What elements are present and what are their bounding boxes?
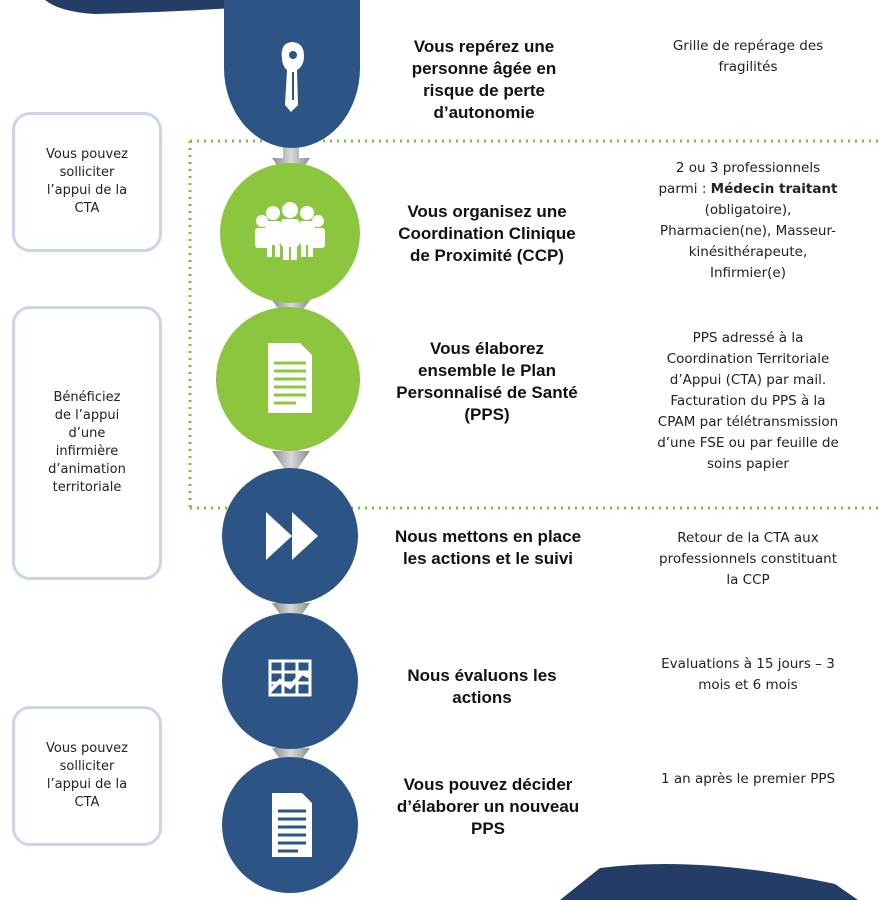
step-title-line: Nous évaluons les — [407, 666, 557, 685]
step-title-4: Nous mettons en place les actions et le … — [370, 526, 606, 570]
side-box-cta-support-2: Vous pouvez solliciter l’appui de la CTA — [12, 706, 162, 846]
side-box-line: infirmière — [55, 444, 119, 459]
step-title-line: risque de perte — [423, 81, 545, 100]
down-arrow-icon — [272, 140, 310, 185]
note-line: professionnels constituant — [659, 551, 837, 567]
step-title-line: Coordination Clinique — [398, 224, 576, 243]
note-line: d’Appui (CTA) par mail. — [669, 372, 827, 388]
step-title-line: Personnalisé de Santé — [396, 383, 578, 402]
side-box-line: de l’appui — [54, 408, 120, 423]
step-circle-4 — [222, 468, 358, 604]
step-note-5: Evaluations à 15 jours – 3 mois et 6 moi… — [630, 654, 866, 696]
key-icon — [281, 42, 304, 112]
side-box-nurse-support: Bénéficiez de l’appui d’une infirmière d… — [12, 306, 162, 580]
down-arrow-icon — [272, 585, 310, 630]
step-title-line: d’élaborer un nouveau — [396, 797, 580, 816]
step-title-6: Vous pouvez décider d’élaborer un nouvea… — [370, 774, 606, 840]
note-line: Pharmacien(ne), Masseur- — [659, 223, 837, 239]
note-line: kinésithérapeute, — [688, 244, 808, 260]
step-note-3: PPS adressé à la Coordination Territoria… — [630, 328, 866, 475]
side-box-line: Bénéficiez — [53, 390, 121, 405]
step-title-line: Vous élaborez — [430, 339, 544, 358]
side-box-line: solliciter — [59, 165, 115, 180]
step-circle-6 — [222, 757, 358, 893]
note-line: parmi : Médecin traitant — [630, 179, 866, 200]
note-text: parmi : — [658, 181, 711, 197]
note-line: Grille de repérage des — [672, 38, 824, 54]
document-icon — [268, 343, 312, 413]
step-title-line: les actions et le suivi — [402, 549, 574, 568]
note-line: 2 ou 3 professionnels — [675, 160, 821, 176]
step-title-line: Vous pouvez décider — [403, 775, 573, 794]
chart-grid-icon — [268, 659, 312, 697]
step-title-3: Vous élaborez ensemble le Plan Personnal… — [372, 338, 602, 426]
group-people-icon — [255, 202, 325, 260]
side-box-line: territoriale — [52, 480, 122, 495]
note-line: la CCP — [726, 572, 770, 588]
bottom-corner-shape — [560, 863, 858, 900]
note-line: mois et 6 mois — [698, 677, 798, 693]
step-circle-3 — [216, 307, 360, 451]
step-title-line: PPS — [470, 819, 506, 838]
side-box-line: CTA — [74, 795, 100, 810]
note-line: d’une FSE ou par feuille de — [657, 435, 839, 451]
side-box-line: d’animation — [48, 462, 126, 477]
step-note-1: Grille de repérage des fragilités — [630, 36, 866, 78]
note-line: Facturation du PPS à la — [670, 393, 826, 409]
step-note-4: Retour de la CTA aux professionnels cons… — [630, 528, 866, 591]
step-circle-5 — [222, 613, 358, 749]
note-line: soins papier — [707, 456, 789, 472]
side-box-line: Vous pouvez — [46, 741, 128, 756]
side-box-line: l’appui de la — [46, 777, 128, 792]
side-box-line: Vous pouvez — [46, 147, 128, 162]
step-title-line: actions — [452, 688, 512, 707]
note-line: Coordination Territoriale — [666, 351, 830, 367]
side-box-line: solliciter — [59, 759, 115, 774]
step-circle-2 — [220, 163, 360, 303]
step-title-line: d’autonomie — [433, 103, 535, 122]
side-box-line: d’une — [68, 426, 106, 441]
note-line: CPAM par télétransmission — [657, 414, 839, 430]
step-title-2: Vous organisez une Coordination Clinique… — [372, 201, 602, 267]
fast-forward-icon — [266, 512, 318, 560]
document-icon — [272, 793, 312, 857]
step-title-1: Vous repérez une personne âgée en risque… — [374, 36, 594, 124]
note-line: PPS adressé à la — [692, 330, 804, 346]
side-box-line: CTA — [74, 201, 100, 216]
note-line: 1 an après le premier PPS — [660, 771, 836, 787]
step-note-6: 1 an après le premier PPS — [630, 769, 866, 790]
note-line: (obligatoire), — [704, 202, 792, 218]
step-title-line: Vous organisez une — [407, 202, 567, 221]
note-line: Infirmier(e) — [710, 265, 786, 281]
note-line: Evaluations à 15 jours – 3 — [661, 656, 835, 672]
step-title-line: (PPS) — [464, 405, 510, 424]
step-note-2: 2 ou 3 professionnels parmi : Médecin tr… — [630, 158, 866, 284]
down-arrow-icon — [272, 282, 310, 327]
step-title-line: Vous repérez une — [413, 37, 555, 56]
down-arrow-icon — [272, 730, 310, 775]
down-arrow-icon — [272, 433, 310, 478]
step-circle-1 — [224, 0, 360, 148]
note-line: fragilités — [718, 59, 778, 75]
side-box-cta-support-1: Vous pouvez solliciter l’appui de la CTA — [12, 112, 162, 252]
step-title-5: Nous évaluons les actions — [372, 665, 592, 709]
step-title-line: ensemble le Plan — [418, 361, 556, 380]
step-title-line: Nous mettons en place — [394, 527, 582, 546]
note-bold-text: Médecin traitant — [710, 181, 838, 197]
side-box-line: l’appui de la — [46, 183, 128, 198]
step-title-line: personne âgée en — [411, 59, 557, 78]
step-title-line: de Proximité (CCP) — [410, 246, 564, 265]
note-line: Retour de la CTA aux — [677, 530, 819, 546]
